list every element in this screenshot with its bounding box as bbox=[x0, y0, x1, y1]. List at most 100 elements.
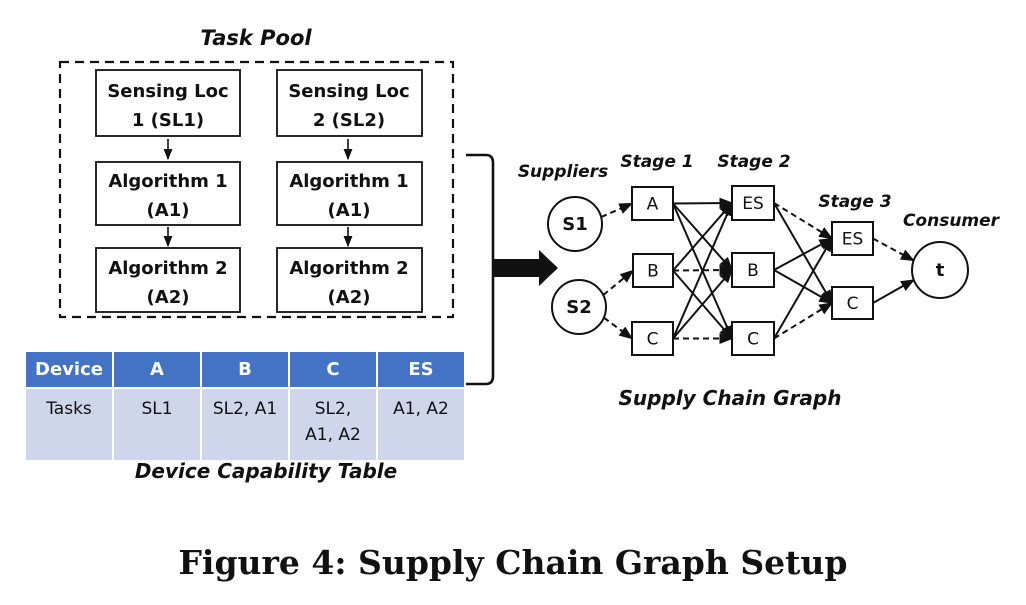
bracket bbox=[466, 153, 495, 386]
edge-a1-es2 bbox=[672, 197, 734, 209]
task-box-line2: (A1) bbox=[147, 200, 190, 221]
edge-s2-b1 bbox=[602, 269, 635, 296]
node-c3: C bbox=[831, 286, 874, 320]
node-c1: C bbox=[631, 321, 674, 356]
table-header-cell: B bbox=[201, 352, 290, 389]
table-row: Tasks SL1 SL2, A1 SL2, A1, A2 A1, A2 bbox=[26, 388, 464, 460]
task-box-line1: Algorithm 2 bbox=[289, 258, 408, 279]
task-pool-border bbox=[58, 60, 455, 319]
table-title: Device Capability Table bbox=[135, 459, 397, 483]
edge-c2-es3 bbox=[773, 237, 833, 340]
node-label: B bbox=[647, 262, 659, 282]
node-shape bbox=[551, 279, 607, 335]
label-stage2: Stage 2 bbox=[717, 152, 790, 172]
graph-edges bbox=[600, 197, 916, 345]
node-label: t bbox=[936, 260, 945, 281]
edge-c2-c3 bbox=[773, 302, 834, 340]
node-shape bbox=[731, 252, 775, 288]
cell-text: A1, A2 bbox=[305, 425, 361, 445]
label-consumer: Consumer bbox=[903, 211, 1001, 231]
node-c2: C bbox=[731, 321, 775, 356]
edge-s1-a1 bbox=[600, 202, 634, 219]
edge-c1-es2 bbox=[672, 201, 733, 339]
node-label: ES bbox=[742, 194, 764, 214]
table-cell: A1, A2 bbox=[377, 388, 464, 460]
table-cell: SL2, A1 bbox=[201, 388, 290, 460]
node-shape bbox=[731, 185, 775, 221]
node-label: A bbox=[647, 195, 659, 215]
node-s2: S2 bbox=[551, 279, 607, 335]
table-header-cell: A bbox=[113, 352, 202, 389]
node-s1: S1 bbox=[547, 196, 603, 252]
node-label: C bbox=[847, 294, 859, 314]
node-label: ES bbox=[842, 230, 864, 250]
cell-text: A1, A2 bbox=[393, 399, 449, 419]
edge-c3-t bbox=[872, 279, 916, 304]
node-es2: ES bbox=[731, 185, 775, 221]
edge-es2-es3 bbox=[773, 202, 834, 240]
node-shape bbox=[731, 321, 775, 356]
node-shape bbox=[911, 241, 969, 299]
node-shape bbox=[631, 321, 674, 356]
cell-text: SL2, bbox=[314, 399, 352, 419]
table-header-cell: C bbox=[289, 352, 378, 389]
node-label: C bbox=[747, 330, 759, 350]
task-box-line1: Algorithm 1 bbox=[108, 171, 227, 192]
node-b1: B bbox=[632, 253, 674, 288]
node-label: S2 bbox=[566, 297, 592, 318]
task-box-line1: Algorithm 1 bbox=[289, 171, 408, 192]
node-shape bbox=[831, 221, 874, 256]
node-a1: A bbox=[631, 186, 674, 221]
node-label: B bbox=[747, 261, 759, 281]
label-stage3: Stage 3 bbox=[818, 192, 891, 212]
table-header-cell: ES bbox=[377, 352, 464, 389]
table-row-label: Tasks bbox=[26, 388, 114, 460]
node-shape bbox=[632, 253, 674, 288]
edge-c1-b2 bbox=[672, 268, 733, 340]
node-label: C bbox=[647, 330, 659, 350]
label-stage1: Stage 1 bbox=[620, 152, 693, 172]
supply-chain-graph: Suppliers Stage 1 Stage 2 Stage 3 Consum… bbox=[518, 152, 1001, 410]
task-box-line2: (A2) bbox=[328, 287, 371, 308]
edge-b2-c3 bbox=[773, 269, 834, 304]
task-box-line1: Sensing Loc bbox=[107, 81, 228, 102]
table-cell: SL1 bbox=[113, 388, 202, 460]
big-arrow-icon bbox=[493, 250, 558, 286]
table-header-row: Device A B C ES bbox=[26, 352, 464, 389]
edge-es3-t bbox=[872, 237, 915, 262]
task-pool: Task Pool Sensing Loc 1 (SL1) Algorithm … bbox=[58, 26, 455, 319]
graph-title: Supply Chain Graph bbox=[619, 386, 842, 410]
task-box bbox=[276, 69, 423, 137]
table-cell: SL2, A1, A2 bbox=[289, 388, 378, 460]
task-box-line2: (A2) bbox=[147, 287, 190, 308]
node-shape bbox=[547, 196, 603, 252]
task-box-line2: (A1) bbox=[328, 200, 371, 221]
task-box-line1: Algorithm 2 bbox=[108, 258, 227, 279]
figure-caption: Figure 4: Supply Chain Graph Setup bbox=[178, 543, 848, 582]
task-box bbox=[95, 161, 241, 226]
node-t: t bbox=[911, 241, 969, 299]
device-capability-table: Device A B C ES Tasks SL1 SL2, A1 SL2, A1… bbox=[26, 352, 464, 460]
edge-es2-c3 bbox=[773, 202, 833, 305]
task-box bbox=[276, 161, 423, 226]
table-header-cell: Device bbox=[26, 352, 114, 389]
task-box bbox=[95, 247, 241, 313]
task-box bbox=[95, 69, 241, 137]
cell-text: SL2, A1 bbox=[212, 399, 278, 419]
edge-s2-c1 bbox=[603, 316, 634, 340]
node-b2: B bbox=[731, 252, 775, 288]
cell-text: Tasks bbox=[46, 399, 92, 419]
task-column-2: Sensing Loc 2 (SL2) Algorithm 1 (A1) Alg… bbox=[276, 69, 423, 313]
task-column-1: Sensing Loc 1 (SL1) Algorithm 1 (A1) Alg… bbox=[95, 69, 241, 313]
node-label: S1 bbox=[562, 214, 588, 235]
task-box bbox=[276, 247, 423, 313]
cell-text: SL1 bbox=[141, 399, 173, 419]
node-shape bbox=[631, 186, 674, 221]
label-suppliers: Suppliers bbox=[518, 162, 608, 182]
task-box-line2: 1 (SL1) bbox=[132, 110, 204, 131]
task-pool-title: Task Pool bbox=[200, 26, 312, 50]
node-es3: ES bbox=[831, 221, 874, 256]
node-shape bbox=[831, 286, 874, 320]
